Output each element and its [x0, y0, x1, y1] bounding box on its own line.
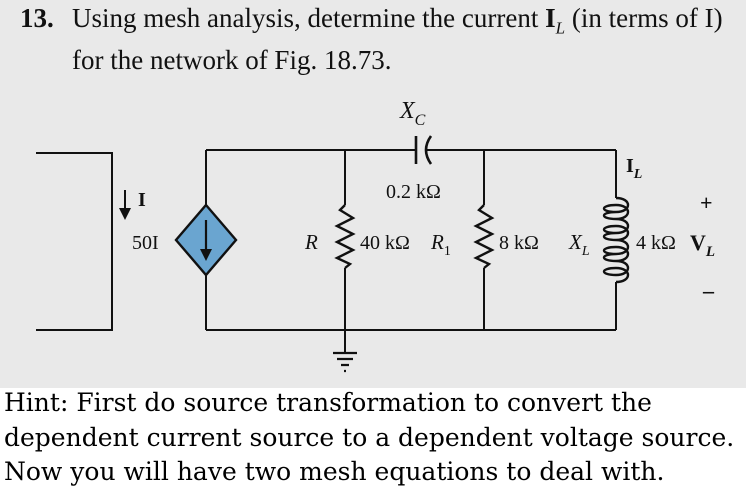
load-current-label: IL [626, 155, 642, 182]
current-symbol: I [545, 3, 556, 33]
problem-line1-suffix: (in terms of I) [565, 3, 723, 33]
hint-line3: Now you will have two mesh equations to … [4, 457, 665, 486]
resistor-r1-value: 8 kΩ [499, 232, 539, 254]
current-subscript: L [555, 18, 566, 38]
voltage-plus: + [700, 190, 713, 215]
problem-number: 13. [20, 3, 54, 33]
circuit-diagram: I 50I XC 0.2 kΩ R 40 kΩ R1 8 kΩ XL 4 kΩ … [36, 98, 715, 373]
resistor-r1-symbol: R1 [430, 230, 451, 259]
problem-line1-prefix: Using mesh analysis, determine the curre… [72, 3, 546, 33]
capacitor-symbol: XC [399, 98, 426, 129]
resistor-r-symbol: R [304, 230, 318, 254]
source-current-label: I [138, 189, 146, 211]
hint-line2: dependent current source to a dependent … [4, 422, 735, 452]
source-arrowhead [200, 249, 212, 261]
inductor-value: 4 kΩ [636, 232, 676, 254]
resistor-r-value: 40 kΩ [360, 232, 410, 254]
capacitor-value: 0.2 kΩ [386, 181, 441, 203]
resistor-r1-zigzag [473, 204, 495, 269]
hint-line1: Hint: First do source transformation to … [4, 388, 652, 417]
source-value-label: 50I [132, 232, 159, 254]
inductor-symbol: XL [568, 230, 590, 259]
ground-symbol [333, 351, 357, 373]
hint-text: Hint: First do source transformation to … [4, 386, 744, 490]
resistor-r-zigzag [334, 204, 356, 269]
capacitor-plate-curved [424, 135, 433, 165]
inductor-coil [602, 196, 630, 284]
external-bracket [36, 152, 113, 331]
voltage-label: VL [690, 230, 715, 260]
problem-line2: for the network of Fig. 18.73. [72, 45, 392, 76]
problem-statement: 13. Using mesh analysis, determine the cu… [20, 2, 740, 77]
current-i-arrowhead [119, 208, 131, 220]
voltage-minus: – [702, 278, 715, 303]
